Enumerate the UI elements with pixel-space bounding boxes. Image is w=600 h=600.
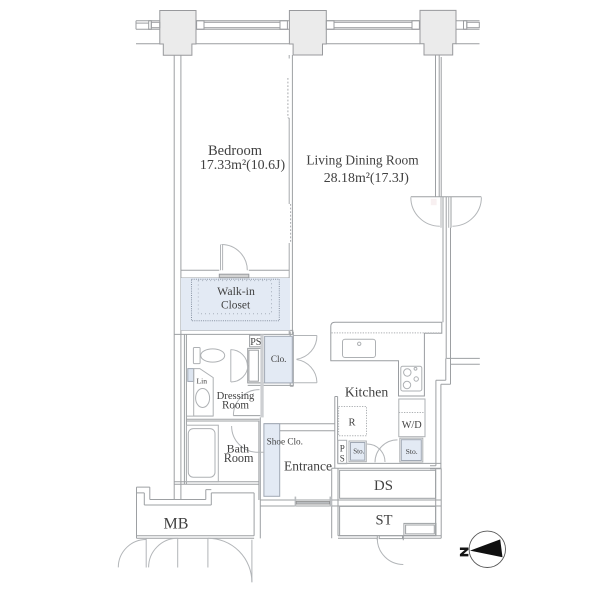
svg-text:Dressing: Dressing bbox=[217, 391, 255, 402]
svg-text:Clo.: Clo. bbox=[271, 354, 287, 364]
svg-text:MB: MB bbox=[164, 516, 189, 533]
svg-text:Entrance: Entrance bbox=[284, 459, 332, 474]
svg-text:PS: PS bbox=[250, 337, 261, 348]
svg-text:Kitchen: Kitchen bbox=[345, 385, 388, 400]
svg-text:Room: Room bbox=[222, 399, 249, 411]
svg-text:Bedroom: Bedroom bbox=[208, 143, 263, 159]
svg-text:Sto.: Sto. bbox=[353, 447, 364, 455]
svg-text:Shoe Clo.: Shoe Clo. bbox=[267, 436, 303, 446]
svg-text:R: R bbox=[348, 418, 355, 429]
svg-text:Sto.: Sto. bbox=[406, 447, 418, 456]
svg-text:W/D: W/D bbox=[402, 420, 423, 431]
svg-text:Living Dining Room: Living Dining Room bbox=[306, 153, 419, 168]
svg-text:DS: DS bbox=[374, 478, 393, 494]
svg-text:ST: ST bbox=[376, 513, 393, 529]
svg-text:Room: Room bbox=[224, 451, 254, 465]
svg-text:Closet: Closet bbox=[221, 300, 251, 312]
svg-text:Bath: Bath bbox=[227, 442, 250, 456]
svg-text:P: P bbox=[340, 444, 345, 454]
svg-text:Lin: Lin bbox=[197, 377, 208, 386]
svg-text:Walk-in: Walk-in bbox=[217, 284, 255, 298]
svg-text:17.33m²(10.6J): 17.33m²(10.6J) bbox=[200, 158, 286, 173]
svg-text:S: S bbox=[340, 454, 345, 464]
svg-text:28.18m²(17.3J): 28.18m²(17.3J) bbox=[324, 171, 410, 186]
